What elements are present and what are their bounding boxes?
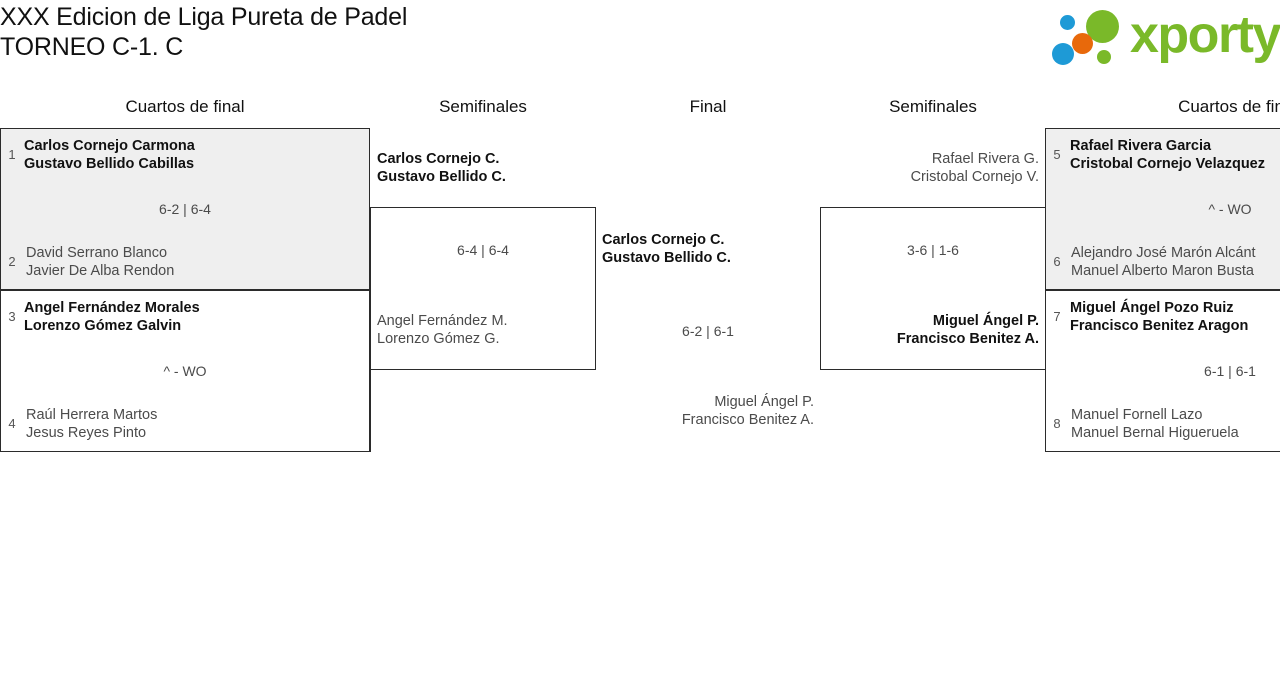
score-final: 6-2 | 6-1 bbox=[682, 323, 734, 339]
seed-number-1: 1 bbox=[8, 147, 16, 162]
team-qf2-bottom-player2: Jesus Reyes Pinto bbox=[26, 425, 147, 441]
logo-dot-blue-large bbox=[1052, 43, 1074, 65]
team-qf2-bottom-player1: Raúl Herrera Martos bbox=[26, 407, 158, 423]
team-qf3-top-player2: Cristobal Cornejo Velazquez bbox=[1070, 156, 1265, 172]
team-sf-left-bottom-player2: Lorenzo Gómez G. bbox=[377, 331, 500, 347]
team-qf4-bottom-player2: Manuel Bernal Higueruela bbox=[1071, 425, 1239, 441]
team-sf-left-top-player1: Carlos Cornejo C. bbox=[377, 151, 500, 167]
team-final-top-player2: Gustavo Bellido C. bbox=[602, 250, 731, 266]
page-header: XXX Edicion de Liga Pureta de Padel TORN… bbox=[0, 0, 1280, 78]
team-sf-right-top-player1: Rafael Rivera G. bbox=[931, 151, 1039, 167]
logo-dot-green-small bbox=[1097, 50, 1111, 64]
seed-number-8: 8 bbox=[1053, 416, 1061, 431]
tournament-title: XXX Edicion de Liga Pureta de Padel TORN… bbox=[0, 2, 407, 62]
team-qf1-bottom: David Serrano Blanco Javier De Alba Rend… bbox=[26, 244, 174, 280]
seed-number-3: 3 bbox=[8, 309, 16, 324]
team-qf4-top-player2: Francisco Benitez Aragon bbox=[1070, 318, 1249, 334]
xporty-logo[interactable]: xporty bbox=[1048, 6, 1280, 68]
team-qf1-top-player1: Carlos Cornejo Carmona bbox=[24, 138, 195, 154]
round-header-quarterfinals-right: Cuartos de fin bbox=[1178, 97, 1280, 116]
seed-number-2: 2 bbox=[8, 254, 16, 269]
team-sf-right-top-player2: Cristobal Cornejo V. bbox=[910, 169, 1039, 185]
team-qf3-top: Rafael Rivera Garcia Cristobal Cornejo V… bbox=[1070, 137, 1265, 173]
team-qf2-top-player1: Angel Fernández Morales bbox=[24, 300, 200, 316]
seed-number-7: 7 bbox=[1053, 309, 1061, 324]
tournament-title-line1: XXX Edicion de Liga Pureta de Padel bbox=[0, 3, 408, 31]
team-sf-left-bottom-player1: Angel Fernández M. bbox=[377, 313, 508, 329]
round-header-quarterfinals-left: Cuartos de final bbox=[125, 97, 245, 116]
connector-final-left-vertical bbox=[595, 207, 596, 370]
team-qf3-bottom-player2: Manuel Alberto Maron Busta bbox=[1071, 263, 1254, 279]
logo-wordmark: xporty bbox=[1130, 6, 1280, 64]
team-qf1-top-player2: Gustavo Bellido Cabillas bbox=[24, 156, 195, 172]
round-header-final: Final bbox=[689, 97, 727, 116]
team-final-top: Carlos Cornejo C. Gustavo Bellido C. bbox=[602, 231, 731, 267]
team-final-top-player1: Carlos Cornejo C. bbox=[602, 232, 725, 248]
score-qf1: 6-2 | 6-4 bbox=[159, 201, 211, 217]
seed-number-6: 6 bbox=[1053, 254, 1061, 269]
match-box-qf3[interactable] bbox=[1045, 128, 1280, 290]
team-qf3-bottom-player1: Alejandro José Marón Alcánt bbox=[1071, 245, 1256, 261]
score-sf-right: 3-6 | 1-6 bbox=[907, 242, 959, 258]
team-final-bottom: Miguel Ángel P. Francisco Benitez A. bbox=[596, 393, 814, 429]
seed-number-4: 4 bbox=[8, 416, 16, 431]
tournament-subtitle: TORNEO C-1. C bbox=[0, 33, 184, 61]
score-qf2: ^ - WO bbox=[163, 363, 207, 379]
team-sf-left-top: Carlos Cornejo C. Gustavo Bellido C. bbox=[377, 150, 506, 186]
connector-sf-left-down bbox=[370, 370, 371, 452]
team-sf-right-bottom: Miguel Ángel P. Francisco Benitez A. bbox=[820, 312, 1039, 348]
team-sf-right-bottom-player2: Francisco Benitez A. bbox=[896, 331, 1039, 347]
match-box-qf4[interactable] bbox=[1045, 290, 1280, 452]
connector-qf3-to-sf-right bbox=[1030, 207, 1046, 208]
team-sf-right-bottom-player1: Miguel Ángel P. bbox=[932, 313, 1039, 329]
match-box-qf1[interactable] bbox=[0, 128, 370, 290]
team-sf-left-bottom: Angel Fernández M. Lorenzo Gómez G. bbox=[377, 312, 508, 348]
team-sf-left-top-player2: Gustavo Bellido C. bbox=[377, 169, 506, 185]
team-final-bottom-player2: Francisco Benitez A. bbox=[681, 412, 814, 428]
score-qf3: ^ - WO bbox=[1208, 201, 1252, 217]
team-qf4-top: Miguel Ángel Pozo Ruiz Francisco Benitez… bbox=[1070, 299, 1248, 335]
logo-dot-blue-small bbox=[1060, 15, 1075, 30]
match-box-sf-right[interactable] bbox=[820, 207, 1046, 370]
team-qf2-top-player2: Lorenzo Gómez Galvin bbox=[24, 318, 182, 334]
team-final-bottom-player1: Miguel Ángel P. bbox=[714, 394, 814, 410]
team-qf3-top-player1: Rafael Rivera Garcia bbox=[1070, 138, 1212, 154]
team-qf4-top-player1: Miguel Ángel Pozo Ruiz bbox=[1070, 300, 1234, 316]
team-qf4-bottom-player1: Manuel Fornell Lazo bbox=[1071, 407, 1203, 423]
logo-dot-orange bbox=[1072, 33, 1093, 54]
team-qf1-top: Carlos Cornejo Carmona Gustavo Bellido C… bbox=[24, 137, 195, 173]
match-box-qf2[interactable] bbox=[0, 290, 370, 452]
team-sf-right-top: Rafael Rivera G. Cristobal Cornejo V. bbox=[820, 150, 1039, 186]
connector-sf-right-down bbox=[1045, 370, 1046, 452]
team-qf3-bottom: Alejandro José Marón Alcánt Manuel Alber… bbox=[1071, 244, 1256, 280]
match-box-sf-left[interactable] bbox=[370, 207, 596, 370]
logo-dots-icon bbox=[1052, 10, 1134, 66]
score-sf-left: 6-4 | 6-4 bbox=[457, 242, 509, 258]
team-qf2-bottom: Raúl Herrera Martos Jesus Reyes Pinto bbox=[26, 406, 157, 442]
team-qf2-top: Angel Fernández Morales Lorenzo Gómez Ga… bbox=[24, 299, 200, 335]
round-header-semifinals-right: Semifinales bbox=[889, 97, 977, 116]
team-qf4-bottom: Manuel Fornell Lazo Manuel Bernal Higuer… bbox=[1071, 406, 1239, 442]
round-header-semifinals-left: Semifinales bbox=[439, 97, 527, 116]
score-qf4: 6-1 | 6-1 bbox=[1204, 363, 1256, 379]
team-qf1-bottom-player1: David Serrano Blanco bbox=[26, 245, 168, 261]
seed-number-5: 5 bbox=[1053, 147, 1061, 162]
team-qf1-bottom-player2: Javier De Alba Rendon bbox=[26, 263, 175, 279]
